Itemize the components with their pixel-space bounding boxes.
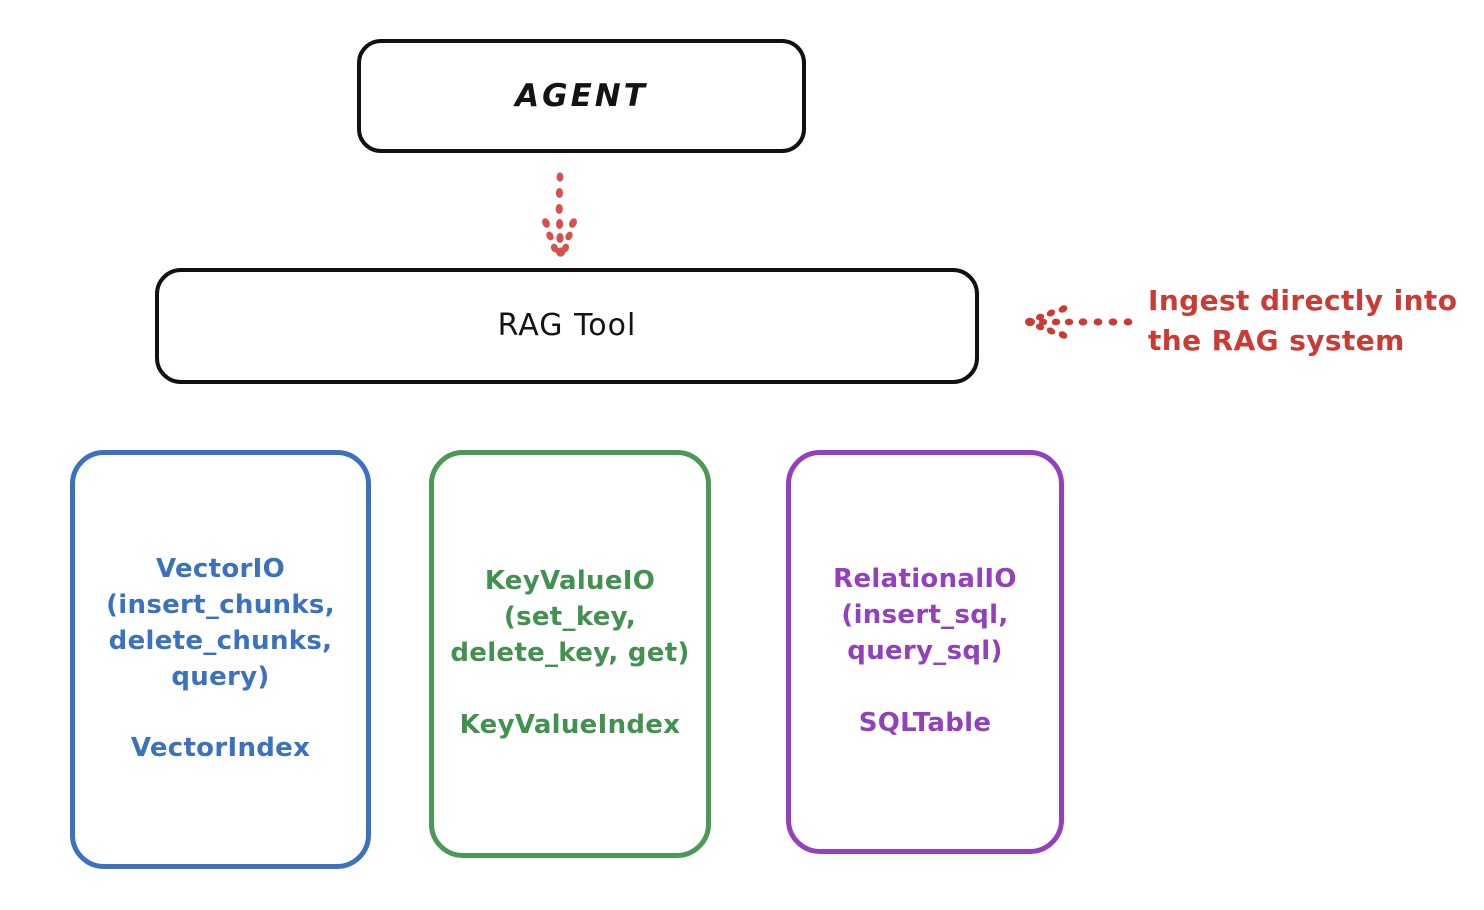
agent-to-rag-dotted-arrow-icon xyxy=(542,172,577,257)
relational-io-node[interactable]: RelationalIO (insert_sql, query_sql) SQL… xyxy=(786,450,1064,854)
rag-tool-node[interactable]: RAG Tool xyxy=(155,268,979,384)
ingest-dotted-arrow-icon xyxy=(1025,305,1133,339)
agent-node[interactable]: AGENT xyxy=(357,39,806,153)
relational-io-node-label: RelationalIO (insert_sql, query_sql) SQL… xyxy=(833,564,1017,738)
key-value-io-node[interactable]: KeyValueIO (set_key, delete_key, get) Ke… xyxy=(429,450,711,858)
vector-io-node[interactable]: VectorIO (insert_chunks, delete_chunks, … xyxy=(70,450,371,869)
agent-node-label: AGENT xyxy=(515,77,648,114)
vector-io-node-label: VectorIO (insert_chunks, delete_chunks, … xyxy=(106,553,335,764)
rag-tool-node-label: RAG Tool xyxy=(497,308,637,344)
ingest-annotation-label: Ingest directly into the RAG system xyxy=(1148,284,1458,357)
key-value-io-node-label: KeyValueIO (set_key, delete_key, get) Ke… xyxy=(450,566,690,740)
